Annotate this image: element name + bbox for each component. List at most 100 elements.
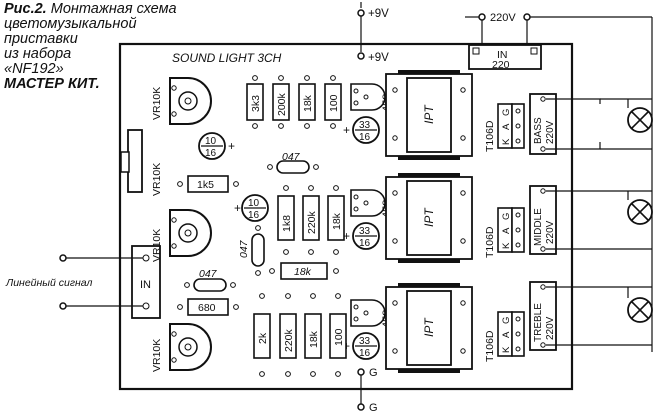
out-bass-name: BASS: [533, 117, 544, 144]
vr-main-label: VR10K: [151, 163, 163, 196]
transformer-ipt-1: IPT: [385, 70, 473, 160]
resistor-1k8: 1k8: [277, 185, 295, 255]
cap5-bottom: 16: [359, 348, 371, 359]
caption-fig-number: Рис.2.: [4, 1, 47, 17]
resistor-220k-2: 220k: [279, 293, 297, 377]
ground-bottom-label: G: [369, 402, 378, 414]
capacitor-047-2: 047: [238, 225, 265, 276]
resistor-18k-2: 18k: [327, 185, 345, 255]
triac-t106d-2: T106D G A K: [484, 207, 525, 258]
output-bass: BASS 220V: [529, 93, 652, 155]
r13-label: 220k: [283, 328, 295, 352]
transformer-ipt-3: IPT: [385, 283, 473, 373]
r3-label: 18k: [302, 94, 314, 112]
triac3-pin-a: A: [501, 331, 512, 338]
capacitor-047-3: 047: [184, 268, 236, 292]
lamp-bass-icon: [627, 107, 653, 133]
cap2-top: 10: [248, 198, 260, 209]
triac2-pin-g: G: [501, 213, 512, 220]
resistor-100-1: 100: [324, 75, 342, 129]
caption-line-5: «NF192»: [4, 61, 64, 77]
triac2-pin-a: A: [501, 227, 512, 234]
ground-terminal: G G: [357, 367, 378, 414]
r4-label: 100: [328, 94, 340, 112]
line-signal-label: Линейный сигнал: [5, 277, 93, 289]
r2-label: 200k: [276, 92, 288, 116]
figure-caption: Рис.2. Монтажная схема цветомузыкальной …: [4, 1, 177, 92]
mains-input-terminal: 220V IN 220: [465, 12, 653, 352]
line-input-connector: IN Линейный сигнал: [5, 245, 161, 319]
r15-label: 100: [333, 328, 345, 346]
resistor-2k: 2k: [253, 293, 271, 377]
cap2-bottom: 16: [248, 210, 260, 221]
resistor-680: 680: [177, 298, 239, 316]
output-treble: TREBLE 220V: [529, 281, 652, 351]
capacitor-33uf-2: 33 16 +: [343, 222, 380, 250]
cap4-top: 33: [359, 226, 371, 237]
cap3-top: 33: [359, 120, 371, 131]
triac1-pin-k: K: [501, 138, 512, 145]
cap1-bottom: 16: [205, 148, 217, 159]
triac3-pin-g: G: [501, 317, 512, 324]
out-middle-name: MIDDLE: [533, 208, 544, 246]
resistor-100-2: 100: [329, 293, 347, 377]
r14-label: 18k: [308, 330, 320, 348]
plus9v-terminal: +9V +9V: [357, 2, 389, 64]
in220-label-1: IN: [497, 49, 508, 61]
r12-label: 2k: [257, 332, 269, 344]
triac3-pin-k: K: [501, 346, 512, 353]
input-in-label: IN: [140, 279, 151, 291]
resistor-18k-4: 18k: [304, 293, 322, 377]
vr-left-label: VR10K: [151, 87, 163, 120]
output-middle: MIDDLE 220V: [529, 185, 652, 255]
transformer-ipt-2: IPT: [385, 173, 473, 263]
t3-label: IPT: [422, 317, 436, 337]
cap1-plus: +: [228, 139, 235, 153]
potentiometer-middle: VR10K: [151, 209, 212, 262]
resistor-200k: 200k: [272, 75, 290, 129]
capacitor-33uf-3: 33 16 +: [343, 332, 380, 360]
caption-line-2: цветомузыкальной: [4, 16, 137, 32]
r6-label: 1k8: [281, 215, 293, 232]
out-middle-voltage: 220V: [545, 220, 556, 244]
triac3-label: T106D: [484, 330, 496, 362]
cap2-plus: +: [234, 201, 241, 215]
board-title: SOUND LIGHT 3CH: [172, 51, 282, 65]
r8-label: 18k: [331, 212, 343, 230]
capacitor-10uf-2: 10 16 +: [234, 194, 269, 222]
cap5-top: 33: [359, 336, 371, 347]
capacitor-33uf-1: 33 16 +: [343, 116, 380, 144]
ground-board-label: G: [369, 367, 378, 379]
caption-title-start: Монтажная схема: [50, 1, 177, 17]
capacitor-047-1: 047: [267, 151, 319, 174]
r11-label: 680: [198, 302, 216, 314]
cap1-top: 10: [205, 136, 217, 147]
resistor-3k3: 3k3: [246, 75, 264, 129]
caption-line-4: из набора: [4, 46, 72, 62]
triac1-pin-g: G: [501, 109, 512, 116]
small-cap3-label: 047: [199, 268, 218, 280]
small-cap1-label: 047: [282, 151, 301, 163]
r7-label: 220k: [306, 210, 318, 234]
lamp-middle-icon: [627, 199, 653, 225]
out-treble-voltage: 220V: [545, 316, 556, 340]
r1-label: 3k3: [250, 95, 262, 112]
caption-line-6: МАСТЕР КИТ.: [4, 76, 100, 92]
potentiometer-bass: VR10K: [151, 77, 212, 125]
caption-line-1: Рис.2. Монтажная схема: [4, 1, 177, 17]
cap3-plus: +: [343, 123, 350, 137]
vr-low-label: VR10K: [151, 339, 163, 372]
triac-t106d-1: T106D G A K: [484, 103, 525, 152]
resistor-1k5: 1k5: [177, 175, 239, 193]
resistor-18k-1: 18k: [298, 75, 316, 129]
caption-line-3: приставки: [4, 31, 78, 47]
potentiometer-main: VR10K: [120, 129, 163, 196]
out-bass-voltage: 220V: [545, 120, 556, 144]
t1-label: IPT: [422, 104, 436, 124]
t2-label: IPT: [422, 207, 436, 227]
capacitor-10uf-1: 10 16 +: [198, 132, 235, 160]
out-treble-name: TREBLE: [533, 303, 544, 342]
small-cap2-label: 047: [238, 239, 250, 258]
lamp-treble-icon: [627, 297, 653, 323]
